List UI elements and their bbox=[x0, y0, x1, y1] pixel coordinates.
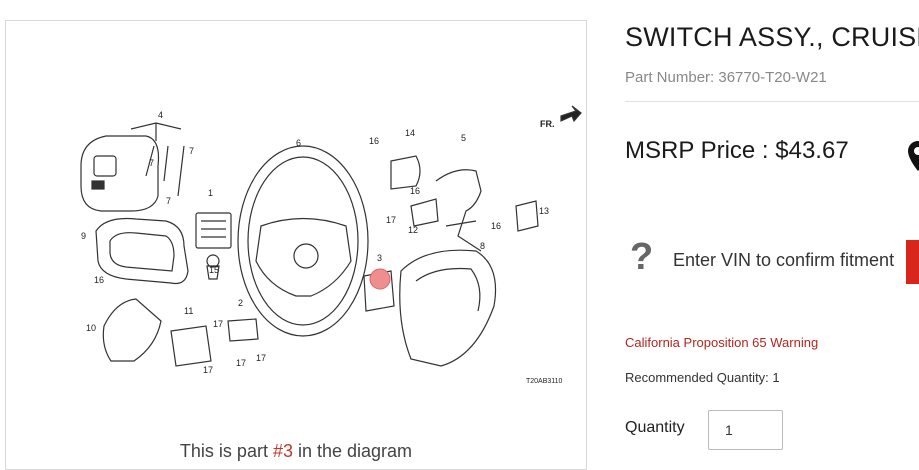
steering-wheel-rim bbox=[237, 145, 369, 337]
cover-ring-part bbox=[95, 217, 189, 285]
callout-17c: 17 bbox=[236, 358, 246, 368]
map-pin-icon[interactable] bbox=[907, 140, 919, 177]
callout-2: 2 bbox=[238, 298, 243, 308]
callout-9: 9 bbox=[81, 231, 86, 241]
recommended-quantity: Recommended Quantity: 1 bbox=[625, 370, 780, 385]
quantity-label: Quantity bbox=[625, 419, 685, 436]
callout-6: 6 bbox=[296, 138, 301, 148]
callout-14: 14 bbox=[405, 128, 415, 138]
callout-1: 1 bbox=[208, 188, 213, 198]
callout-17e: 17 bbox=[386, 215, 396, 225]
callout-7c: 7 bbox=[189, 146, 194, 156]
steering-wheel-diagram: 4 7 7 7 1 9 15 16 10 11 17 17 2 17 17 6 … bbox=[80, 105, 582, 385]
vin-prompt: Enter VIN to confirm fitment bbox=[673, 250, 895, 270]
callout-4: 4 bbox=[158, 110, 163, 120]
airbag-part bbox=[80, 135, 160, 212]
callout-11: 11 bbox=[184, 306, 193, 316]
callout-16c: 16 bbox=[410, 186, 420, 196]
callout-16a: 16 bbox=[94, 275, 104, 285]
part-number-link[interactable]: #3 bbox=[272, 441, 293, 461]
highlight-marker[interactable] bbox=[369, 268, 391, 290]
callout-7b: 7 bbox=[166, 196, 171, 206]
diagram-code: T20AB3110 bbox=[526, 378, 563, 385]
callout-7a: 7 bbox=[149, 158, 154, 168]
callout-15: 15 bbox=[209, 265, 219, 275]
fr-label: FR. bbox=[540, 119, 555, 129]
callout-13: 13 bbox=[539, 206, 549, 216]
prop65-warning-link[interactable]: California Proposition 65 Warning bbox=[625, 335, 819, 350]
diagram-caption: This is part #3 in the diagram bbox=[179, 441, 413, 461]
callout-16d: 16 bbox=[491, 221, 501, 231]
product-title: SWITCH ASSY., CRUISE bbox=[625, 22, 919, 52]
callout-12: 12 bbox=[408, 225, 418, 235]
callout-17d: 17 bbox=[256, 353, 266, 363]
quantity-input[interactable] bbox=[708, 410, 783, 450]
lower-cover-part bbox=[102, 298, 162, 362]
callout-8: 8 bbox=[480, 241, 485, 251]
parts-diagram-panel: 4 7 7 7 1 9 15 16 10 11 17 17 2 17 17 6 … bbox=[5, 20, 587, 470]
callout-16b: 16 bbox=[369, 136, 379, 146]
rear-cover-part bbox=[399, 249, 497, 367]
switch-14-part bbox=[390, 155, 421, 190]
msrp-price: MSRP Price : $43.67 bbox=[625, 137, 849, 164]
part-number: Part Number: 36770-T20-W21 bbox=[625, 69, 827, 86]
callout-17b: 17 bbox=[203, 365, 213, 375]
divider bbox=[625, 101, 919, 102]
question-icon: ? bbox=[630, 236, 654, 278]
callout-3: 3 bbox=[377, 253, 382, 263]
callout-10: 10 bbox=[86, 323, 96, 333]
callout-5: 5 bbox=[461, 133, 466, 143]
callout-17a: 17 bbox=[213, 319, 223, 329]
check-vin-button[interactable] bbox=[906, 240, 919, 284]
